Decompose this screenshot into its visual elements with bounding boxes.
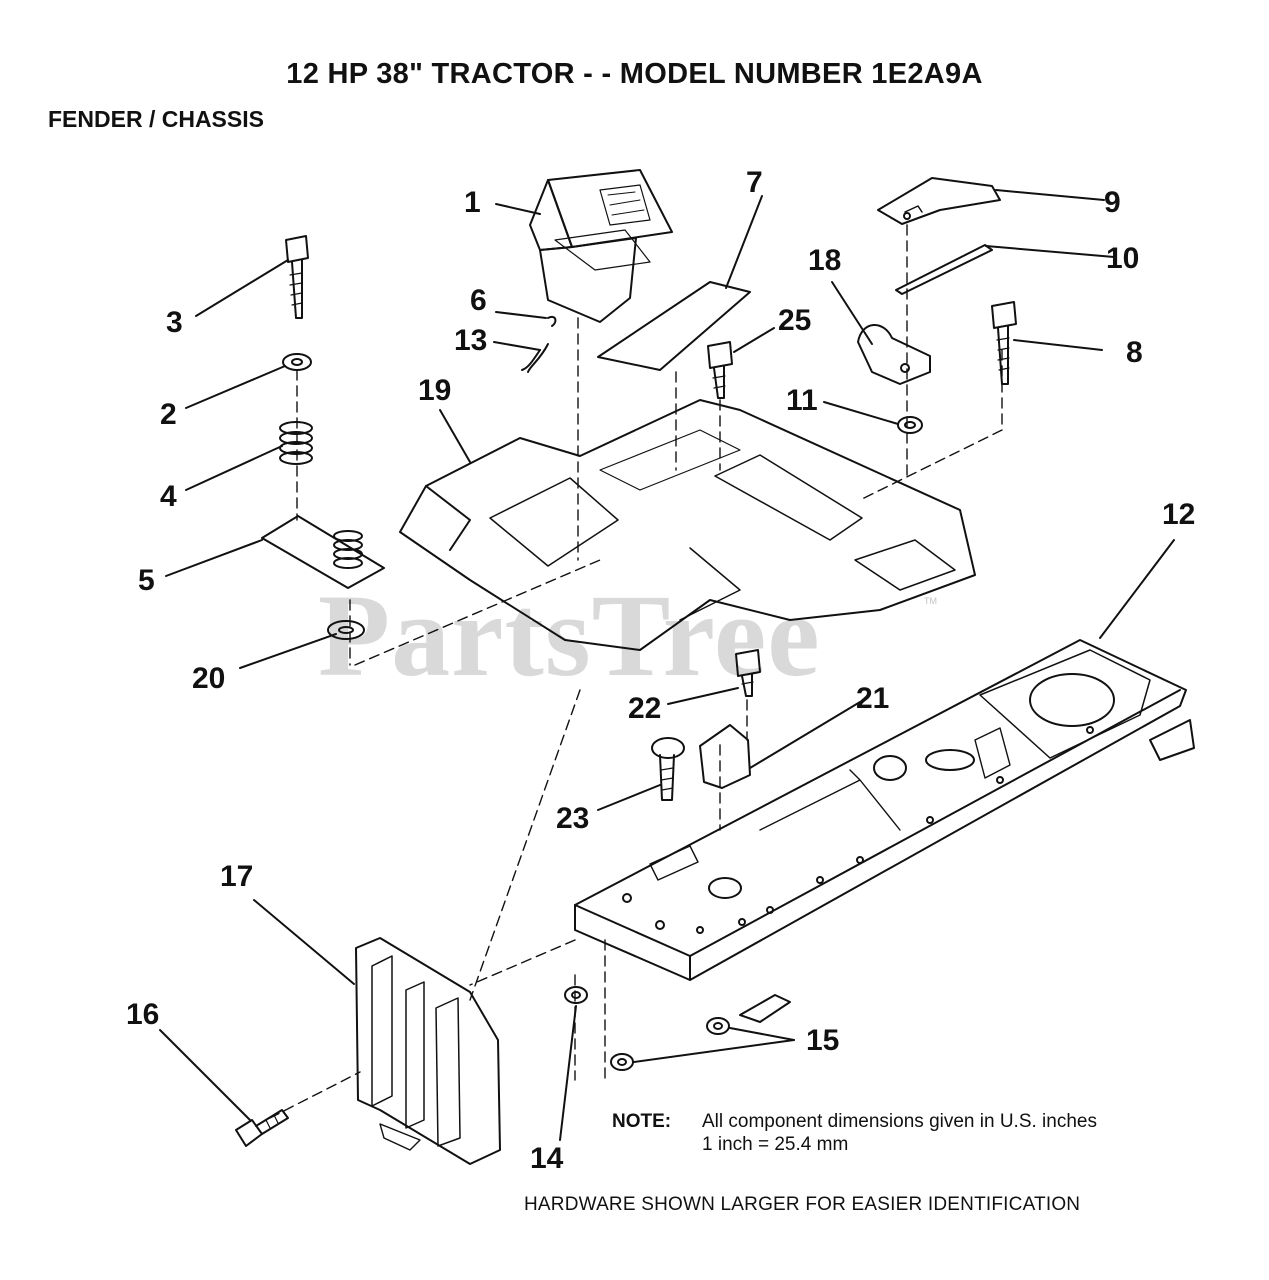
part-7-plate bbox=[597, 281, 751, 371]
note-line-2: 1 inch = 25.4 mm bbox=[702, 1134, 849, 1155]
part-21-bracket bbox=[699, 724, 751, 789]
diagram-subtitle: FENDER / CHASSIS bbox=[48, 106, 264, 132]
callout-15: 15 bbox=[806, 1024, 840, 1057]
part-15-nuts bbox=[610, 1017, 730, 1071]
part-5-plate bbox=[261, 515, 385, 589]
note-block: NOTE: All component dimensions given in U… bbox=[612, 1110, 1097, 1156]
callout-19: 19 bbox=[418, 374, 452, 407]
callout-16: 16 bbox=[126, 998, 160, 1031]
callout-9: 9 bbox=[1104, 186, 1121, 219]
part-5-spring bbox=[333, 530, 363, 569]
callout-10: 10 bbox=[1106, 242, 1140, 275]
callout-22: 22 bbox=[628, 692, 662, 725]
part-16-bolt bbox=[235, 1109, 289, 1147]
callout-6: 6 bbox=[470, 284, 487, 317]
callout-17: 17 bbox=[220, 860, 254, 893]
callout-1: 1 bbox=[464, 186, 481, 219]
part-2-washer bbox=[282, 353, 312, 371]
note-label: NOTE: bbox=[612, 1111, 672, 1132]
callout-13: 13 bbox=[454, 324, 488, 357]
callout-20: 20 bbox=[192, 662, 226, 695]
part-14-nut bbox=[564, 986, 588, 1004]
part-8-screw bbox=[991, 301, 1017, 385]
alignment-lines bbox=[269, 224, 1003, 1119]
callout-2: 2 bbox=[160, 398, 177, 431]
diagram-title: 12 HP 38" TRACTOR - - MODEL NUMBER 1E2A9… bbox=[286, 58, 983, 90]
part-23-bolt bbox=[651, 737, 685, 801]
part-20-washer bbox=[327, 620, 365, 640]
footer-note: HARDWARE SHOWN LARGER FOR EASIER IDENTIF… bbox=[524, 1194, 1081, 1215]
part-25-screw bbox=[707, 341, 733, 399]
note-line-1: All component dimensions given in U.S. i… bbox=[702, 1111, 1097, 1132]
part-11-nut bbox=[897, 416, 923, 434]
callout-11: 11 bbox=[786, 384, 818, 417]
callout-21: 21 bbox=[856, 682, 890, 715]
callout-5: 5 bbox=[138, 564, 155, 597]
part-22-screw bbox=[735, 649, 761, 697]
watermark-trademark: TM bbox=[924, 596, 937, 606]
callout-14: 14 bbox=[530, 1142, 564, 1175]
callout-3: 3 bbox=[166, 306, 183, 339]
callout-8: 8 bbox=[1126, 336, 1143, 369]
part-13-spring-clip bbox=[521, 343, 549, 373]
callout-4: 4 bbox=[160, 480, 177, 513]
part-12-chassis bbox=[574, 639, 1195, 1023]
part-10-strap bbox=[895, 244, 993, 295]
part-18-clamp bbox=[857, 324, 931, 385]
leader-lines bbox=[159, 189, 1175, 1141]
part-17-panel bbox=[355, 937, 501, 1165]
part-19-fender bbox=[399, 399, 976, 651]
callout-7: 7 bbox=[746, 166, 763, 199]
callout-12: 12 bbox=[1162, 498, 1196, 531]
part-1-tray bbox=[529, 169, 673, 323]
part-3-screw bbox=[285, 235, 309, 319]
part-9-bracket bbox=[877, 177, 1001, 225]
part-4-spring bbox=[279, 421, 313, 465]
callout-25: 25 bbox=[778, 304, 812, 337]
callout-23: 23 bbox=[556, 802, 590, 835]
callout-18: 18 bbox=[808, 244, 842, 277]
part-6-pin bbox=[547, 316, 557, 327]
